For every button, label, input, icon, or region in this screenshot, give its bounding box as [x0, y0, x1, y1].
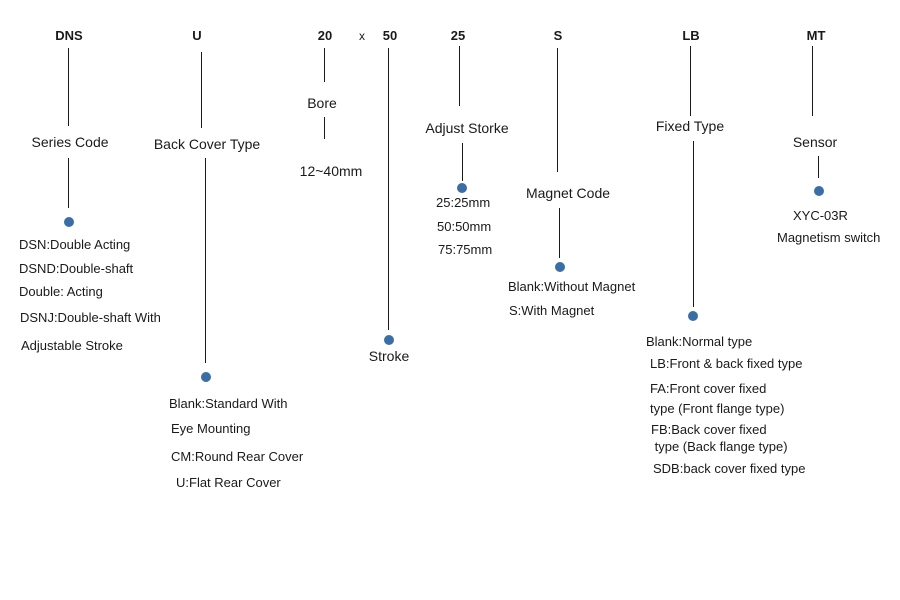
adjust-option: 50:50mm [437, 219, 492, 234]
back-cover-option: CM:Round Rear Cover [171, 449, 304, 464]
series-option: DSND:Double-shaft [19, 261, 134, 276]
label-magnet-code: Magnet Code [525, 185, 611, 201]
node-dot [688, 311, 698, 321]
connector-line [462, 143, 463, 181]
code-bore: 20 [317, 28, 333, 43]
node-dot [201, 372, 211, 382]
code-sensor: MT [806, 28, 826, 43]
code-separator: x [359, 29, 365, 43]
connector-line [812, 46, 813, 116]
sensor-option: Magnetism switch [777, 230, 881, 245]
connector-line [324, 48, 325, 82]
label-adjust-stroke: Adjust Storke [425, 120, 509, 136]
fixed-option: type (Back flange type) [651, 439, 788, 454]
connector-line [818, 156, 819, 178]
connector-line [68, 158, 69, 208]
connector-line [690, 46, 691, 116]
label-sensor: Sensor [792, 134, 838, 150]
node-dot [64, 217, 74, 227]
node-dot [555, 262, 565, 272]
code-stroke: 50 [382, 28, 398, 43]
magnet-option: S:With Magnet [509, 303, 595, 318]
adjust-option: 75:75mm [438, 242, 493, 257]
node-dot [457, 183, 467, 193]
connector-line [388, 48, 389, 330]
code-dns: DNS [55, 28, 83, 43]
adjust-option: 25:25mm [436, 195, 491, 210]
node-dot [384, 335, 394, 345]
back-cover-option: U:Flat Rear Cover [176, 475, 281, 490]
code-magnet: S [553, 28, 563, 43]
connector-line [324, 117, 325, 139]
connector-line [459, 46, 460, 106]
label-back-cover-type: Back Cover Type [153, 136, 261, 152]
code-adjust: 25 [450, 28, 466, 43]
connector-line [557, 48, 558, 172]
fixed-option: FA:Front cover fixed [650, 381, 767, 396]
connector-line [201, 52, 202, 128]
series-option: Double: Acting [19, 284, 103, 299]
fixed-option: SDB:back cover fixed type [653, 461, 806, 476]
magnet-option: Blank:Without Magnet [508, 279, 636, 294]
connector-line [693, 141, 694, 307]
code-fixed: LB [682, 28, 700, 43]
series-option: Adjustable Stroke [21, 338, 123, 353]
node-dot [814, 186, 824, 196]
sensor-option: XYC-03R [793, 208, 848, 223]
label-fixed-type: Fixed Type [655, 118, 725, 134]
fixed-option: type (Front flange type) [650, 401, 785, 416]
connector-line [68, 48, 69, 126]
back-cover-option: Eye Mounting [171, 421, 251, 436]
fixed-option: LB:Front & back fixed type [650, 356, 803, 371]
label-bore: Bore [307, 95, 337, 111]
code-u: U [192, 28, 202, 43]
label-stroke: Stroke [368, 348, 410, 364]
label-bore-range: 12~40mm [299, 163, 363, 179]
fixed-option: Blank:Normal type [646, 334, 753, 349]
label-series-code: Series Code [31, 134, 109, 150]
connector-line [559, 208, 560, 258]
connector-line [205, 158, 206, 363]
back-cover-option: Blank:Standard With [169, 396, 288, 411]
series-option: DSNJ:Double-shaft With [20, 310, 161, 325]
series-option: DSN:Double Acting [19, 237, 131, 252]
fixed-option: FB:Back cover fixed [651, 422, 767, 437]
